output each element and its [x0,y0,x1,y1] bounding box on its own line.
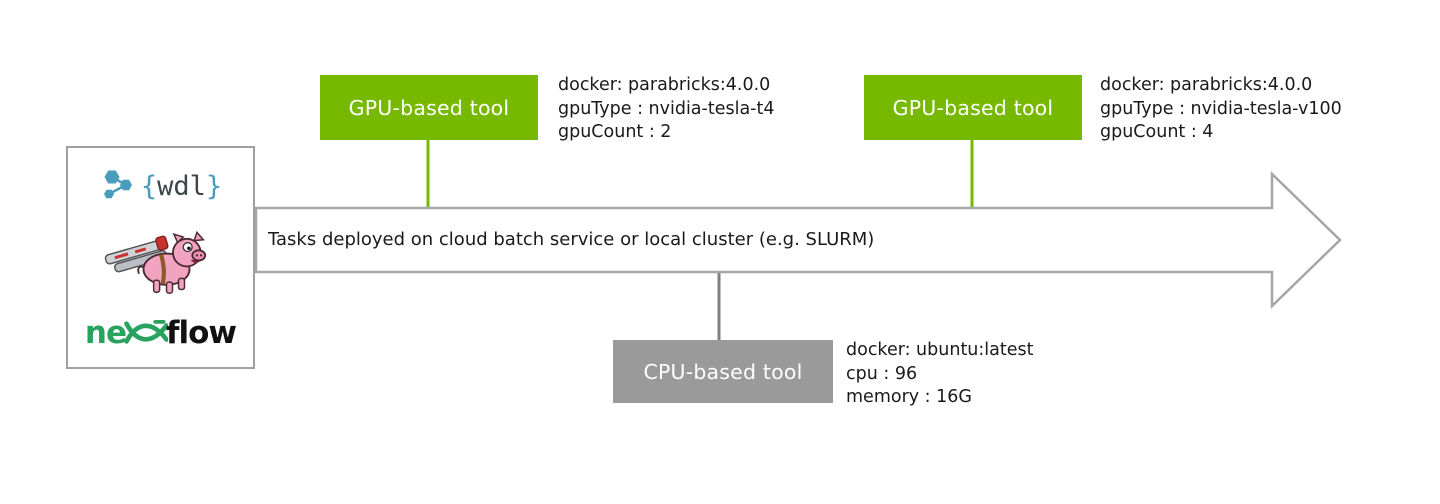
spec-line: cpu : 96 [846,363,918,384]
connector-line-gpu-2 [970,140,974,210]
wdl-open-brace: { [140,170,158,202]
spec-line: gpuType : nvidia-tesla-t4 [558,98,775,119]
cpu-tool-specs: docker: ubuntu:latest cpu : 96 memory : … [846,339,1033,410]
wdl-hexagons-icon [103,170,132,199]
spec-line: docker: ubuntu:latest [846,340,1034,360]
nextflow-logo: ne flow [84,315,237,351]
spec-line: gpuType : nvidia-tesla-v100 [1100,98,1342,119]
gpu-tool-box-1-label: GPU-based tool [348,95,510,120]
cpu-tool-box-label: CPU-based tool [643,359,803,384]
engine-panel: {wdl} [66,146,255,369]
jetpack-pig-icon [104,230,206,294]
gpu-tool-1-specs: docker: parabricks:4.0.0 gpuType : nvidi… [558,74,775,145]
spec-line: memory : 16G [846,387,972,407]
cpu-tool-box: CPU-based tool [613,340,833,403]
connector-line-gpu-1 [426,140,430,210]
nextflow-logo-ne: ne [84,315,127,351]
gpu-tool-box-2-label: GPU-based tool [892,95,1054,120]
spec-line: gpuCount : 4 [1100,122,1214,142]
wdl-logo-text: {wdl} [141,171,222,202]
wdl-close-brace: } [205,170,223,202]
nextflow-logo-flow: flow [166,315,237,351]
gpu-tool-box-2: GPU-based tool [864,75,1082,140]
arrow-body [254,171,1342,309]
arrow-label: Tasks deployed on cloud batch service or… [268,229,875,250]
spec-line: docker: parabricks:4.0.0 [558,75,771,95]
spec-line: docker: parabricks:4.0.0 [1100,75,1313,95]
wdl-name: wdl [157,170,206,202]
wdl-logo: {wdl} [99,168,222,204]
nextflow-swoosh-icon [124,320,169,344]
spec-line: gpuCount : 2 [558,122,672,142]
gpu-tool-2-specs: docker: parabricks:4.0.0 gpuType : nvidi… [1100,74,1342,145]
connector-line-cpu [717,270,721,342]
gpu-tool-box-1: GPU-based tool [320,75,538,140]
